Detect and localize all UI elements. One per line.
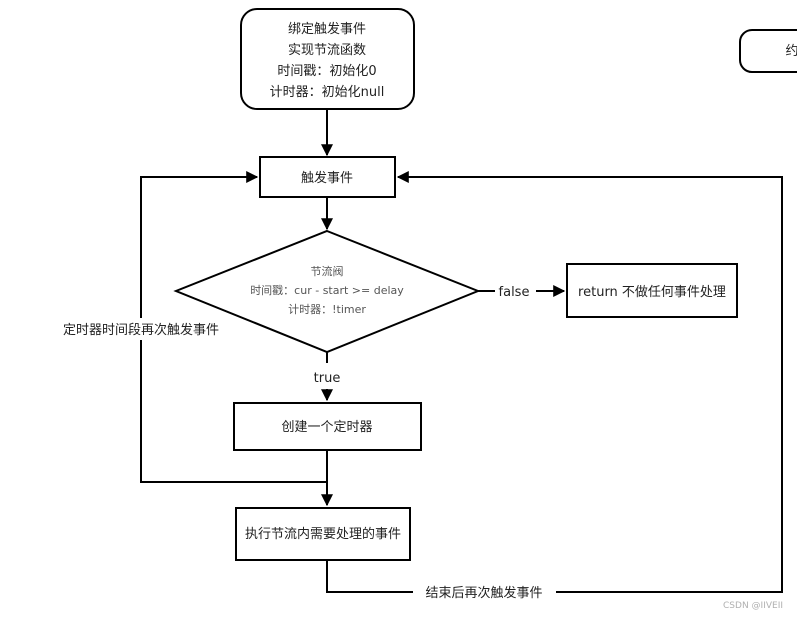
left-loop-label-bg <box>56 318 228 340</box>
start-node <box>240 8 415 110</box>
left-loop-label: 定时器时间段再次触发事件 <box>63 322 219 338</box>
decision-line-3: 计时器：!timer <box>288 303 366 316</box>
execute-node <box>235 507 411 561</box>
bottom-loop-label: 结束后再次触发事件 <box>425 585 542 601</box>
return-node <box>566 263 738 318</box>
create-timer-label: 创建一个定时器 <box>281 420 372 435</box>
offscreen-node <box>739 29 797 73</box>
return-label: return 不做任何事件处理 <box>578 284 726 300</box>
trigger-node <box>259 156 396 198</box>
watermark: CSDN @IIVEII <box>723 601 783 611</box>
start-line-4: 计时器：初始化null <box>270 85 385 100</box>
execute-label: 执行节流内需要处理的事件 <box>245 526 401 542</box>
start-line-1: 绑定触发事件 <box>288 21 366 37</box>
create-timer-node <box>233 402 422 451</box>
decision-line-2: 时间戳：cur - start >= delay <box>250 284 404 297</box>
start-line-3: 时间戳：初始化0 <box>277 64 376 79</box>
edge-bottom-loop-left <box>326 560 413 593</box>
true-label: true <box>314 371 341 386</box>
false-label: false <box>499 285 530 300</box>
offscreen-label: 约 <box>785 44 797 59</box>
trigger-label: 触发事件 <box>301 170 353 186</box>
start-line-2: 实现节流函数 <box>288 43 366 58</box>
edge-bottom-loop-right <box>396 171 783 593</box>
decision-line-1: 节流阀 <box>311 264 344 278</box>
